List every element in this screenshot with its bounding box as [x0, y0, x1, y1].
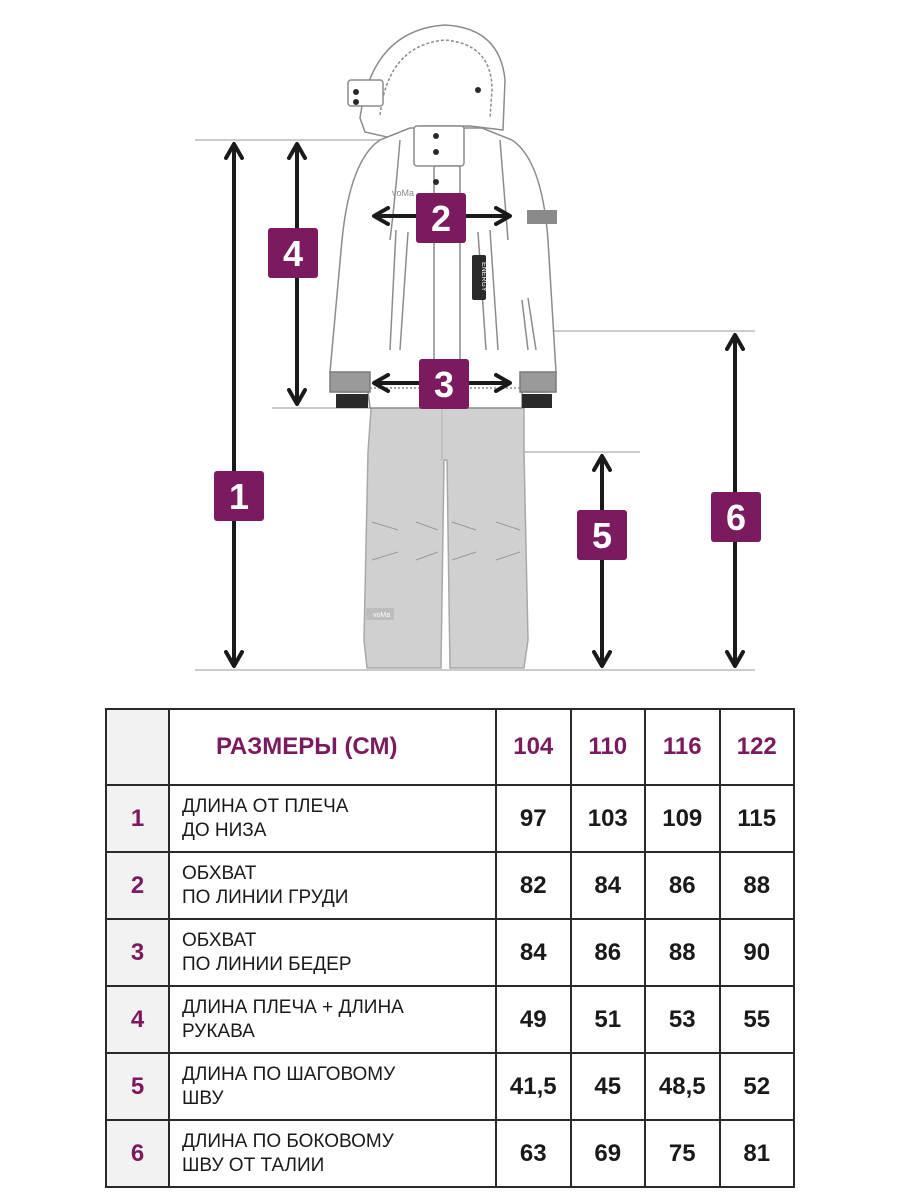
- table-title: РАЗМЕРЫ (СМ): [168, 708, 497, 786]
- table-row: 4 ДЛИНА ПЛЕЧА + ДЛИНА РУКАВА 49 51 53 55: [105, 985, 795, 1054]
- table-header-row: РАЗМЕРЫ (СМ) 104 110 116 122: [105, 708, 795, 786]
- value-cell: 82: [495, 851, 572, 920]
- measurement-name-line: ШВУ: [182, 1087, 224, 1109]
- badge-1-label: 1: [229, 476, 249, 517]
- table-row: 1 ДЛИНА ОТ ПЛЕЧА ДО НИЗА 97 103 109 115: [105, 784, 795, 853]
- value-cell: 109: [644, 784, 721, 853]
- badge-3-label: 3: [434, 364, 454, 405]
- measurement-name-line: ДЛИНА ПО БОКОВОМУ: [182, 1130, 394, 1152]
- row-index: 5: [105, 1052, 170, 1121]
- badge-3: [419, 359, 469, 409]
- row-index: 2: [105, 851, 170, 920]
- value-cell: 88: [644, 918, 721, 987]
- measurement-name-line: ПО ЛИНИИ ГРУДИ: [182, 886, 349, 908]
- row-index: 4: [105, 985, 170, 1054]
- size-header-122: 122: [718, 708, 795, 786]
- value-cell: 55: [718, 985, 795, 1054]
- value-cell: 41,5: [495, 1052, 572, 1121]
- value-cell: 63: [495, 1119, 572, 1188]
- measurement-name: ДЛИНА ПЛЕЧА + ДЛИНА РУКАВА: [168, 985, 497, 1054]
- jacket-brand-label: voMa: [392, 188, 414, 198]
- measurement-name: ДЛИНА ПО БОКОВОМУ ШВУ ОТ ТАЛИИ: [168, 1119, 497, 1188]
- measurement-name-line: РУКАВА: [182, 1020, 255, 1042]
- row-index: 3: [105, 918, 170, 987]
- badge-6-label: 6: [726, 497, 746, 538]
- zipper-tag-label: ENERGY: [480, 262, 487, 292]
- measurement-name: ОБХВАТ ПО ЛИНИИ ГРУДИ: [168, 851, 497, 920]
- badge-5-label: 5: [592, 515, 612, 556]
- measurement-name-line: ОБХВАТ: [182, 862, 257, 884]
- measurement-name-line: ДО НИЗА: [182, 819, 267, 841]
- measurement-name-line: ПО ЛИНИИ БЕДЕР: [182, 953, 352, 975]
- table-row: 2 ОБХВАТ ПО ЛИНИИ ГРУДИ 82 84 86 88: [105, 851, 795, 920]
- pants-illustration: voMa: [363, 394, 529, 669]
- row-index: 1: [105, 784, 170, 853]
- value-cell: 52: [718, 1052, 795, 1121]
- badge-1: [214, 471, 264, 521]
- value-cell: 69: [569, 1119, 646, 1188]
- measurement-name: ОБХВАТ ПО ЛИНИИ БЕДЕР: [168, 918, 497, 987]
- badge-2-label: 2: [431, 198, 451, 239]
- value-cell: 53: [644, 985, 721, 1054]
- value-cell: 115: [718, 784, 795, 853]
- size-header-116: 116: [644, 708, 721, 786]
- row-index: 6: [105, 1119, 170, 1188]
- value-cell: 49: [495, 985, 572, 1054]
- table-row: 3 ОБХВАТ ПО ЛИНИИ БЕДЕР 84 86 88 90: [105, 918, 795, 987]
- zipper-tag: [472, 255, 486, 300]
- value-cell: 103: [569, 784, 646, 853]
- pants-brand-label: voMa: [373, 612, 390, 619]
- value-cell: 81: [718, 1119, 795, 1188]
- value-cell: 51: [569, 985, 646, 1054]
- size-header-104: 104: [495, 708, 572, 786]
- badge-4: [268, 228, 318, 278]
- value-cell: 45: [569, 1052, 646, 1121]
- value-cell: 48,5: [644, 1052, 721, 1121]
- value-cell: 97: [495, 784, 572, 853]
- garment-diagram: voMa: [195, 24, 761, 671]
- header-index-cell: [105, 708, 170, 786]
- badge-5: [577, 510, 627, 560]
- value-cell: 86: [569, 918, 646, 987]
- badge-6: [711, 492, 761, 542]
- badges: 1 4 2 3 5 6: [214, 193, 761, 560]
- measurement-name-line: ДЛИНА ПО ШАГОВОМУ: [182, 1063, 396, 1085]
- measurement-name-line: ШВУ ОТ ТАЛИИ: [182, 1154, 325, 1176]
- value-cell: 75: [644, 1119, 721, 1188]
- value-cell: 88: [718, 851, 795, 920]
- measurement-name-line: ДЛИНА ОТ ПЛЕЧА: [182, 795, 349, 817]
- value-cell: 86: [644, 851, 721, 920]
- table-row: 6 ДЛИНА ПО БОКОВОМУ ШВУ ОТ ТАЛИИ 63 69 7…: [105, 1119, 795, 1188]
- badge-4-label: 4: [283, 233, 303, 274]
- measurement-name-line: ОБХВАТ: [182, 929, 257, 951]
- measurement-name: ДЛИНА ОТ ПЛЕЧА ДО НИЗА: [168, 784, 497, 853]
- value-cell: 90: [718, 918, 795, 987]
- value-cell: 84: [569, 851, 646, 920]
- measurement-name-line: ДЛИНА ПЛЕЧА + ДЛИНА: [182, 996, 404, 1018]
- pants-brand-patch: [366, 608, 394, 620]
- value-cell: 84: [495, 918, 572, 987]
- sleeve-patch: [527, 210, 557, 224]
- size-chart-table: РАЗМЕРЫ (СМ) 104 110 116 122 1 ДЛИНА ОТ …: [105, 708, 795, 1188]
- badge-2: [416, 193, 466, 243]
- table-row: 5 ДЛИНА ПО ШАГОВОМУ ШВУ 41,5 45 48,5 52: [105, 1052, 795, 1121]
- measurement-name: ДЛИНА ПО ШАГОВОМУ ШВУ: [168, 1052, 497, 1121]
- jacket-illustration: [329, 24, 557, 409]
- size-header-110: 110: [569, 708, 646, 786]
